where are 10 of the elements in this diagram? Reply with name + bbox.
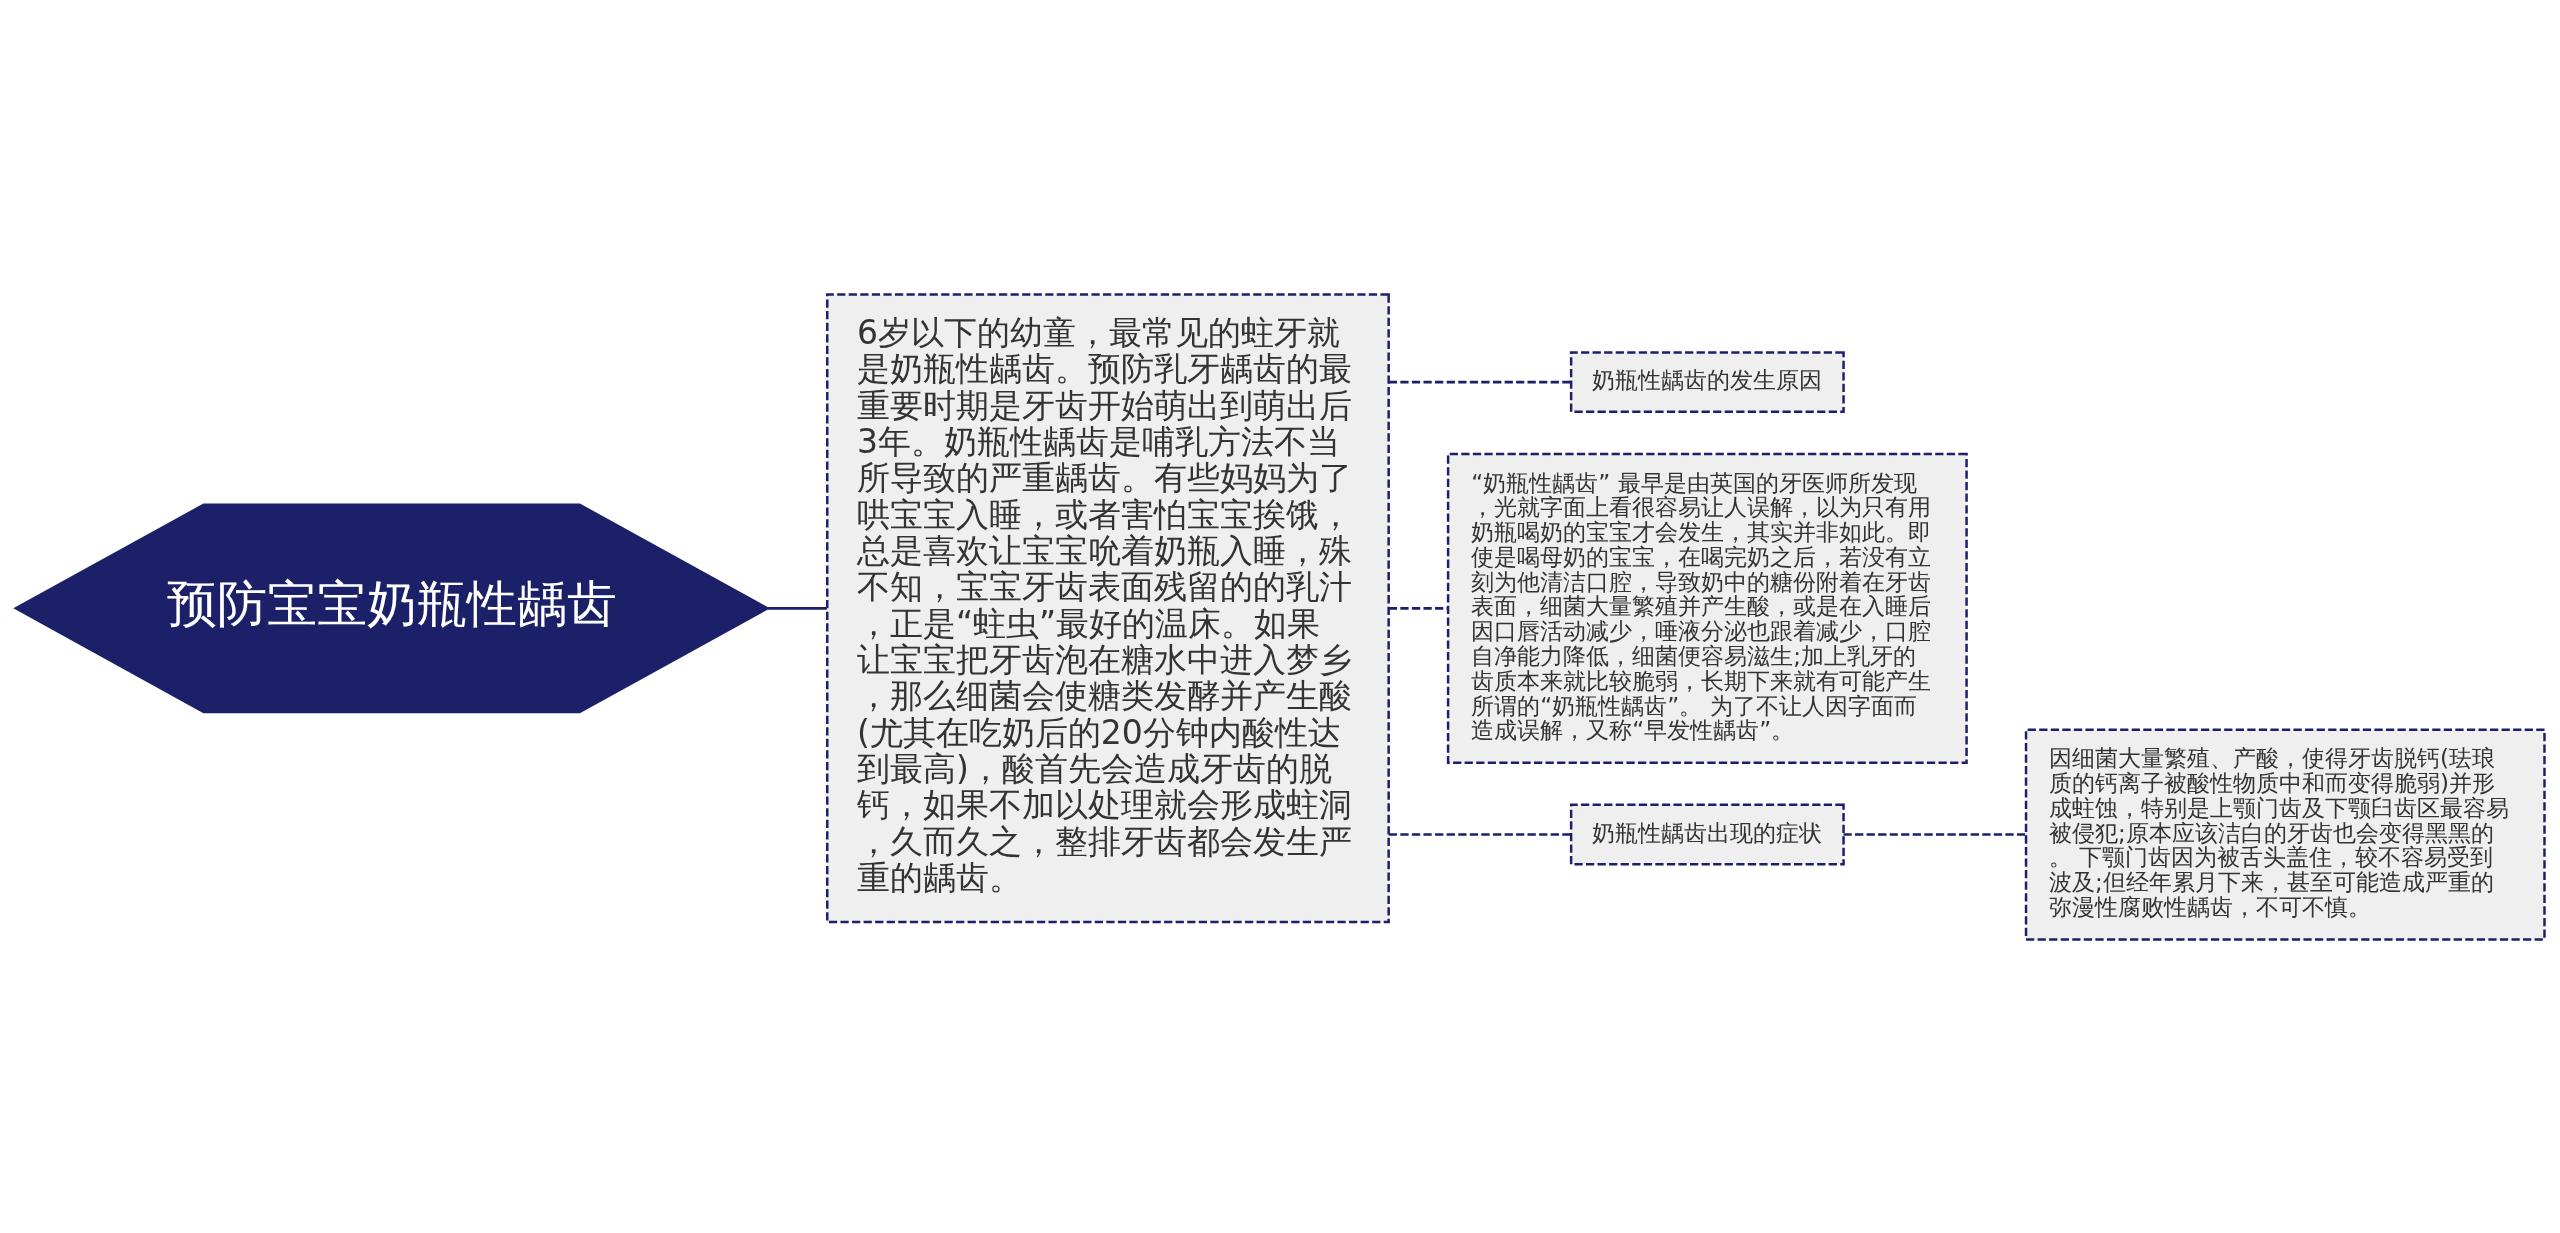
node-box: “奶瓶性龋齿” 最早是由英国的牙医师所发现，光就字面上看很容易让人误解，以为只有用奶瓶喝奶的宝宝才会发生，其实并非如此。即使是喝母奶的宝宝，在喝完奶之后，若没有立刻为他清洁口腔，导致奶中的糖份附着在牙齿表面，细菌大量繁殖并产生酸，或是在入睡后因口唇活动减少，唾液分泌也跟着减少，口腔自净能力降低，细菌便容易滋生;加上乳牙的齿质本来就比较脆弱，长期下来就有可能产生所谓的“奶瓶性龋齿”。 为了不让人因字面而造成误解，又称“早发性龋齿”。 <box>1446 452 1968 764</box>
node-box: 奶瓶性龋齿出现的症状 <box>1569 803 1845 865</box>
node-box: 因细菌大量繁殖、产酸，使得牙齿脱钙(珐琅质的钙离子被酸性物质中和而变得脆弱)并形成蛀蚀，特别是上颚门齿及下颚臼齿区最容易被侵犯;原本应该洁白的牙齿也会变得黑黑的。 下颚门齿因为被舌头盖住，较不容易受到波及;但经年累月下来，甚至可能造成严重的弥漫性腐败性龋齿，不可不慎。 <box>2024 727 2546 941</box>
node-box: 6岁以下的幼童，最常见的蛀牙就是奶瓶性龋齿。预防乳牙龋齿的最重要时期是牙齿开始萌出到萌出后3年。奶瓶性龋齿是哺乳方法不当所导致的严重龋齿。有些妈妈为了哄宝宝入睡，或者害怕宝宝挨饿，总是喜欢让宝宝吮着奶瓶入睡，殊不知，宝宝牙齿表面残留的的乳汁，正是“蛀虫”最好的温床。如果让宝宝把牙齿泡在糖水中进入梦乡，那么细菌会使糖类发酵并产生酸(尤其在吃奶后的20分钟内酸性达到最高)，酸首先会造成牙齿的脱钙，如果不加以处理就会形成蛀洞，久而久之，整排牙齿都会发生严重的龋齿。 <box>826 292 1390 923</box>
connector <box>1388 380 1571 383</box>
node-box: 奶瓶性龋齿的发生原因 <box>1569 350 1845 413</box>
connector <box>1388 832 1571 836</box>
connector <box>1843 832 2026 836</box>
connector <box>1388 606 1448 610</box>
connector <box>767 606 827 610</box>
